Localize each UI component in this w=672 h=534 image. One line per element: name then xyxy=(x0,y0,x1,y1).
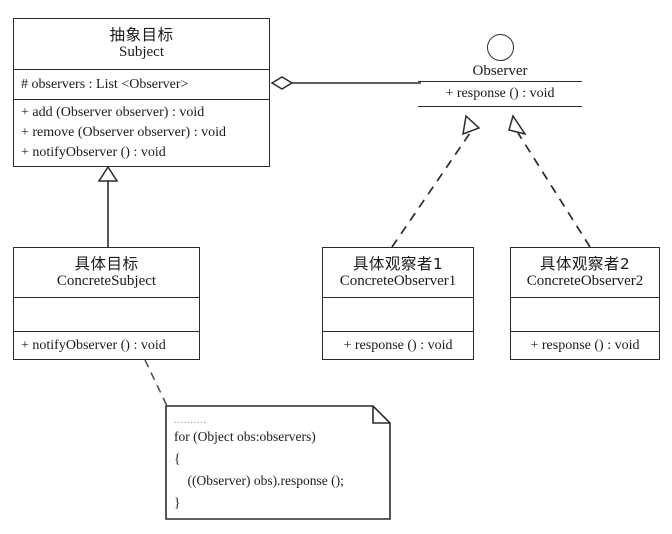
class-name-en: ConcreteObserver2 xyxy=(526,272,644,289)
operation-row: + remove (Observer observer) : void xyxy=(21,125,226,141)
note-ellipsis: .......... xyxy=(174,414,207,426)
realization-dashed-line xyxy=(391,132,471,248)
class-title-subject: 抽象目标 Subject xyxy=(14,19,269,69)
interface-operation: + response () : void xyxy=(445,86,555,102)
hollow-triangle-icon xyxy=(508,114,527,136)
aggregation-subject-observer xyxy=(270,76,421,90)
realization-concreteobserver2-observer xyxy=(508,114,591,248)
attributes-compartment-concrete-observer1 xyxy=(323,297,473,331)
realization-concreteobserver1-observer xyxy=(391,114,481,248)
hollow-diamond-icon xyxy=(270,76,294,90)
attributes-compartment-concrete-subject xyxy=(14,297,199,331)
note-dogear-icon xyxy=(372,406,390,424)
class-box-concrete-observer1[interactable]: 具体观察者1 ConcreteObserver1 + response () :… xyxy=(322,247,474,360)
hollow-triangle-icon xyxy=(97,165,119,182)
note-anchor-concretesubject xyxy=(144,359,169,409)
class-box-concrete-subject[interactable]: 具体目标 ConcreteSubject + notifyObserver ()… xyxy=(13,247,200,360)
note-shape xyxy=(165,405,391,520)
realization-dashed-line xyxy=(517,132,591,248)
class-name-en: ConcreteSubject xyxy=(56,272,157,289)
note-code-line: { xyxy=(174,450,181,466)
class-title-concrete-observer2: 具体观察者2 ConcreteObserver2 xyxy=(511,248,659,297)
attributes-compartment-concrete-observer2 xyxy=(511,297,659,331)
class-name-cn: 抽象目标 xyxy=(109,26,174,45)
attributes-compartment-subject: # observers : List <Observer> xyxy=(14,69,269,99)
operations-compartment-concrete-observer1: + response () : void xyxy=(323,331,473,359)
generalization-concretesubject-subject xyxy=(97,165,119,247)
note-code-line: ((Observer) obs).response (); xyxy=(174,472,344,488)
note-code-line: for (Object obs:observers) xyxy=(174,429,316,444)
interface-observer[interactable]: Observer + response () : void xyxy=(418,34,582,108)
interface-divider-top xyxy=(418,81,582,83)
operations-compartment-concrete-observer2: + response () : void xyxy=(511,331,659,359)
class-name-cn: 具体观察者1 xyxy=(352,254,444,273)
note-box-code[interactable]: .......... for (Object obs:observers) { … xyxy=(165,405,391,520)
operation-row: + response () : void xyxy=(343,337,453,353)
interface-divider-bottom xyxy=(418,106,582,108)
operations-compartment-subject: + add (Observer observer) : void + remov… xyxy=(14,99,269,166)
operation-row: + add (Observer observer) : void xyxy=(21,105,205,121)
hollow-triangle-icon xyxy=(462,114,481,136)
class-box-subject[interactable]: 抽象目标 Subject # observers : List <Observe… xyxy=(13,18,270,167)
note-code-line: } xyxy=(174,494,181,510)
attribute-row: # observers : List <Observer> xyxy=(21,76,189,92)
class-name-en: Subject xyxy=(119,44,164,61)
class-name-cn: 具体目标 xyxy=(74,254,139,273)
class-name-cn: 具体观察者2 xyxy=(539,254,631,273)
interface-circle-icon xyxy=(486,34,514,61)
operation-row: + response () : void xyxy=(530,337,640,353)
operations-compartment-concrete-subject: + notifyObserver () : void xyxy=(14,331,199,359)
note-anchor-line xyxy=(144,359,169,409)
note-text-content: .......... for (Object obs:observers) { … xyxy=(165,405,391,520)
class-name-en: ConcreteObserver1 xyxy=(339,272,457,289)
note-outline xyxy=(165,405,391,520)
operation-row: + notifyObserver () : void xyxy=(21,144,166,160)
class-box-concrete-observer2[interactable]: 具体观察者2 ConcreteObserver2 + response () :… xyxy=(510,247,660,360)
class-title-concrete-subject: 具体目标 ConcreteSubject xyxy=(14,248,199,297)
interface-name: Observer xyxy=(472,63,528,79)
operation-row: + notifyObserver () : void xyxy=(21,337,166,353)
class-title-concrete-observer1: 具体观察者1 ConcreteObserver1 xyxy=(323,248,473,297)
